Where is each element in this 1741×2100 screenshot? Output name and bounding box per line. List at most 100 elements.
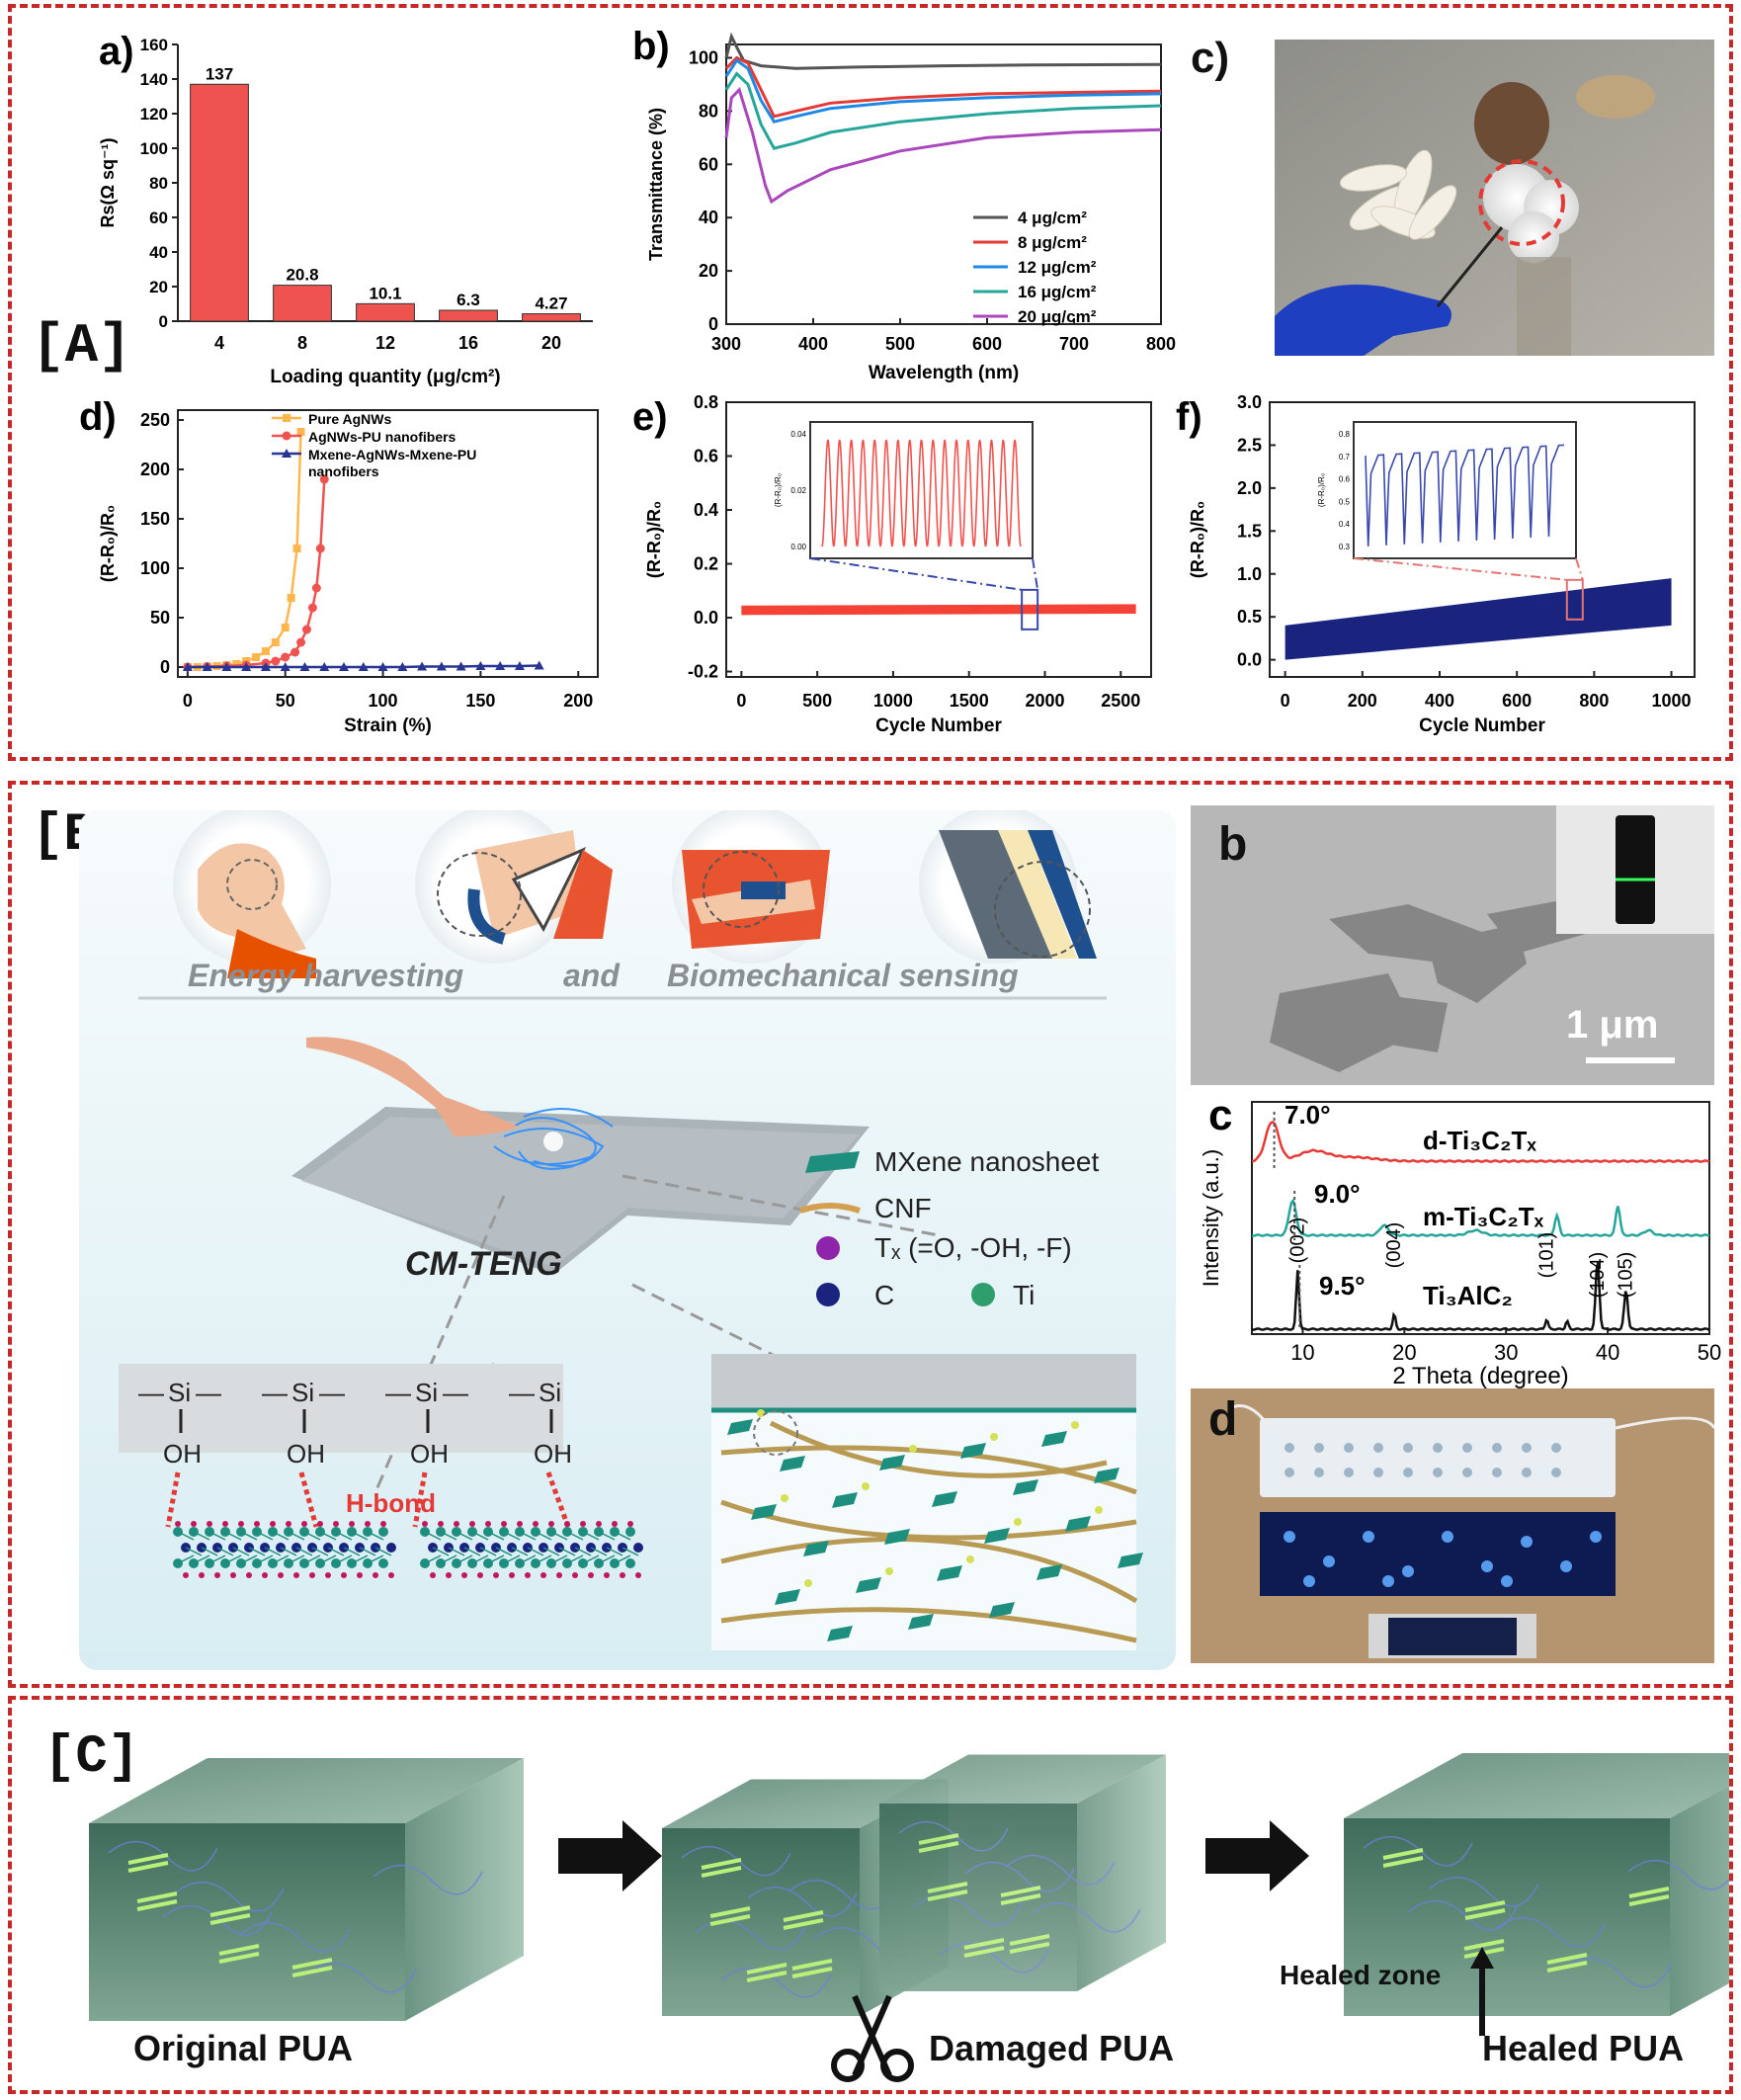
legend-marker: [283, 414, 290, 422]
inset-tick-label: 0.3: [1339, 543, 1351, 551]
svg-text:—: —: [385, 1378, 411, 1407]
y-axis-label: (R-R₀)/R₀: [98, 505, 118, 582]
polymer-chain: [174, 1881, 285, 1912]
x-tick-label: 600: [972, 334, 1002, 354]
lattice-bond: [232, 1547, 250, 1556]
lattice-bond: [303, 1554, 321, 1564]
hard-segment: [218, 1952, 260, 1964]
hard-segment: [709, 1906, 751, 1918]
x-tick-label: 800: [1146, 334, 1176, 354]
tx-group: [909, 1445, 917, 1453]
hard-segment: [746, 1963, 788, 1974]
chart-f-letter: f): [1176, 395, 1202, 439]
lattice-bond: [240, 1531, 258, 1541]
y-tick-label: 0.0: [1237, 650, 1262, 670]
mxene-flake: [727, 1419, 753, 1435]
surface-group: [333, 1521, 339, 1527]
trace-label: Ti₃AlC₂: [1423, 1281, 1513, 1310]
lattice-bond: [519, 1531, 537, 1541]
mxene-flake: [1036, 1564, 1062, 1580]
y-tick-label: 120: [140, 105, 168, 124]
tx-group: [781, 1494, 788, 1502]
series-line: [724, 32, 1162, 70]
device-label: CM-TENG: [405, 1245, 562, 1283]
y-tick-label: 0: [708, 314, 718, 334]
polymer-chain: [939, 1942, 1049, 1974]
tx-group: [1095, 1506, 1103, 1514]
oh-label-3: OH: [410, 1439, 449, 1469]
oh-label-1: OH: [163, 1439, 202, 1469]
lattice-bond: [614, 1554, 631, 1564]
oh-label-2: OH: [287, 1439, 325, 1469]
hard-segment: [1000, 1893, 1041, 1905]
lattice-bond: [487, 1554, 505, 1564]
data-point: [271, 656, 281, 666]
x-tick-label: 16: [458, 333, 478, 353]
bar: [190, 83, 249, 322]
surface-group: [222, 1521, 228, 1527]
svg-text:—: —: [443, 1378, 468, 1407]
data-point: [271, 638, 280, 646]
lattice-bond: [511, 1547, 529, 1556]
chart-a-letter: a): [99, 30, 134, 73]
trace-label: d-Ti₃C₂Tₓ: [1423, 1126, 1536, 1155]
lattice-bond: [208, 1554, 226, 1564]
caption-energy-harvesting: Energy harvesting: [188, 958, 463, 993]
surface-group: [620, 1572, 625, 1578]
lattice-bond: [216, 1547, 234, 1556]
mxene-flake: [1094, 1468, 1119, 1483]
legend-label: 20 μg/cm²: [1018, 307, 1097, 326]
y-tick-label: 0: [160, 657, 170, 677]
x-tick-label: 600: [1502, 691, 1532, 711]
surface-group: [501, 1521, 507, 1527]
plot-frame: [1251, 1101, 1710, 1335]
surface-group: [477, 1572, 483, 1578]
si-label-1: Si: [168, 1378, 191, 1407]
si-label-2: Si: [291, 1378, 314, 1407]
legend-cnf: CNF: [874, 1193, 932, 1223]
polymer-chain: [1031, 1901, 1141, 1933]
mxene-flake: [1013, 1479, 1038, 1495]
x-tick-label: 150: [465, 691, 495, 711]
y-tick-label: 150: [140, 509, 170, 529]
legend-label: 8 μg/cm²: [1018, 233, 1087, 252]
xrd-trace: [1251, 1198, 1710, 1237]
y-tick-label: 160: [140, 36, 168, 54]
x-tick-label: 0: [736, 691, 746, 711]
lattice-bond: [614, 1531, 631, 1541]
series-line: [724, 55, 1162, 119]
y-tick-label: 0.6: [694, 447, 718, 466]
x-tick-label: 500: [885, 334, 915, 354]
lattice-bond: [193, 1531, 210, 1541]
panel-c-frame: [8, 1696, 1733, 2094]
svg-text:—: —: [319, 1378, 345, 1407]
hard-segment: [209, 1913, 251, 1925]
cube-healed: [1344, 1753, 1729, 2016]
lattice-bond: [519, 1554, 537, 1564]
data-point: [292, 545, 301, 552]
lattice-bond: [535, 1531, 552, 1541]
lattice-bond: [479, 1547, 497, 1556]
y-axis-label: Intensity (a.u.): [1199, 1149, 1223, 1287]
cube-front: [662, 1828, 860, 2016]
lattice-bond: [280, 1547, 297, 1556]
panel-b-d-letter: d: [1208, 1393, 1238, 1446]
data-point: [319, 474, 329, 484]
hard-segment: [1546, 1953, 1588, 1965]
bar-value-label: 6.3: [456, 291, 480, 309]
surface-group: [341, 1572, 347, 1578]
surface-group: [301, 1521, 307, 1527]
lattice-bond: [598, 1531, 616, 1541]
hard-segment: [783, 1910, 824, 1922]
chart-a-bar: 020406080100120140160137420.8810.1126.31…: [98, 30, 593, 387]
label-original-pua: Original PUA: [133, 2028, 353, 2068]
panel-a-tag: [A]: [32, 314, 131, 378]
y-axis-label: Transmittance (%): [646, 108, 666, 261]
hard-segment: [1382, 1856, 1424, 1868]
lattice-bond: [177, 1554, 195, 1564]
data-point: [221, 662, 232, 671]
lattice-bond: [224, 1554, 242, 1564]
lattice-bond: [177, 1531, 195, 1541]
lattice-bond: [319, 1554, 337, 1564]
